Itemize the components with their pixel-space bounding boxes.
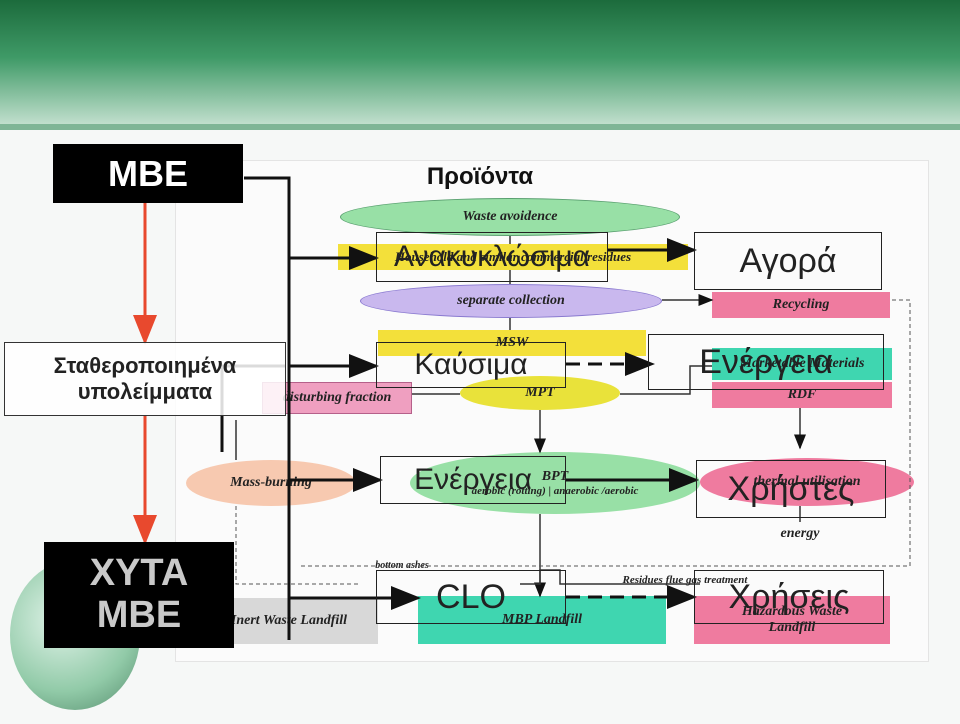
thermal-utilisation-node: thermal utilisation — [700, 458, 914, 506]
stabilized-line-1: Σταθεροποιημένα — [53, 352, 237, 378]
clo-box: CLO — [376, 570, 566, 624]
hazardous-landfill-node: Hazardous Waste Landfill — [694, 596, 890, 644]
bottom-ashes-label: bottom ashes — [375, 559, 429, 571]
header-divider — [0, 124, 960, 130]
household-residues-node: Household and similar commercial residue… — [338, 244, 688, 270]
msw-node: MSW — [378, 330, 646, 356]
rdf-node: RDF — [712, 382, 892, 408]
energy-box-2: Ενέργεια — [380, 456, 566, 504]
mass-burning-node: Mass-burning — [186, 460, 356, 506]
stabilized-line-2: υπολείμματα — [77, 379, 213, 404]
stabilized-residues-box: Σταθεροποιημένα υπολείμματα — [4, 342, 286, 416]
uses-box: Χρήσεις — [694, 570, 884, 624]
residues-flue-label: Residues flue gas treatment — [622, 574, 748, 586]
hazardous-label: Hazardous Waste — [741, 604, 843, 619]
separate-collection-node: separate collection — [360, 284, 662, 318]
header-band — [0, 0, 960, 128]
users-box: Χρήστες — [696, 460, 886, 518]
mpt-node: MPT — [460, 376, 620, 410]
recyclables-box: Ανακυκλώσιμα — [376, 232, 608, 282]
bpt-label: BPT — [541, 469, 569, 484]
xyta-mbe-box: ΧΥΤΑ ΜΒΕ — [44, 542, 234, 648]
market-box: Αγορά — [694, 232, 882, 290]
waste-avoidance-node: Waste avoidence — [340, 198, 680, 236]
xyta-line-2: ΜΒΕ — [96, 594, 182, 636]
energy-box-1: Ενέργεια — [648, 334, 884, 390]
xyta-line-1: ΧΥΤΑ — [89, 552, 189, 595]
bpt-sub-label: aerobic (rotting) | anaerobic /aerobic — [471, 485, 639, 497]
recycling-node: Recycling — [712, 292, 890, 318]
products-title: Προϊόντα — [426, 163, 534, 190]
mbe-box: ΜΒΕ — [53, 144, 243, 203]
energy-label: energy — [780, 526, 820, 541]
materials-node: Marketable Materials — [712, 348, 892, 380]
fuels-box: Καύσιμα — [376, 342, 566, 388]
